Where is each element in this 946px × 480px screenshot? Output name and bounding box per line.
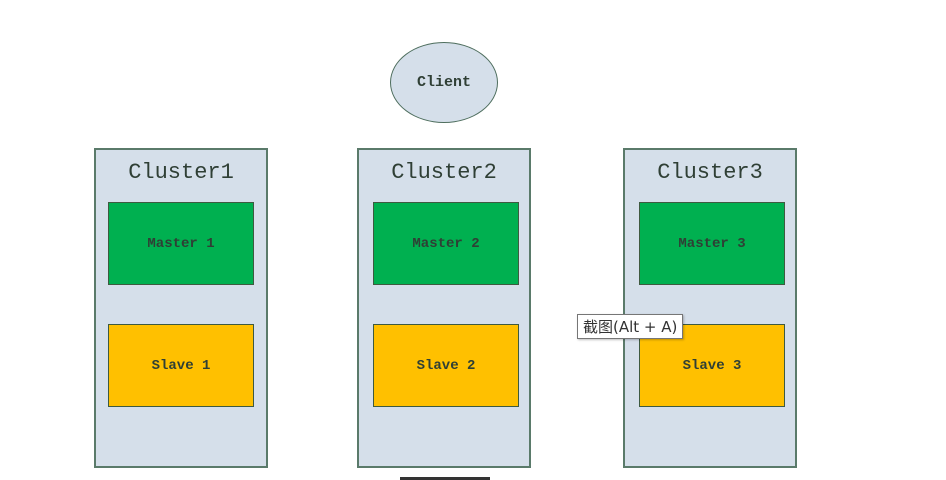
slave-label: Slave 3: [682, 357, 742, 374]
master-node: Master 2: [373, 202, 519, 285]
client-label: Client: [416, 74, 471, 91]
cluster-3: Cluster3 Master 3 Slave 3: [623, 148, 797, 468]
cluster-title: Cluster1: [128, 160, 234, 185]
cluster-1: Cluster1 Master 1 Slave 1: [94, 148, 268, 468]
client-node: Client: [390, 42, 498, 123]
master-node: Master 3: [639, 202, 785, 285]
slave-label: Slave 1: [151, 357, 211, 374]
slave-label: Slave 2: [416, 357, 476, 374]
slave-node: Slave 3: [639, 324, 785, 407]
master-label: Master 2: [412, 235, 480, 252]
master-label: Master 3: [678, 235, 746, 252]
cluster-title: Cluster2: [391, 160, 497, 185]
slave-node: Slave 1: [108, 324, 254, 407]
master-label: Master 1: [147, 235, 215, 252]
slave-node: Slave 2: [373, 324, 519, 407]
cluster-title: Cluster3: [657, 160, 763, 185]
screenshot-tooltip: 截图(Alt + A): [577, 314, 684, 339]
bottom-divider: [400, 477, 490, 480]
master-node: Master 1: [108, 202, 254, 285]
cluster-2: Cluster2 Master 2 Slave 2: [357, 148, 531, 468]
